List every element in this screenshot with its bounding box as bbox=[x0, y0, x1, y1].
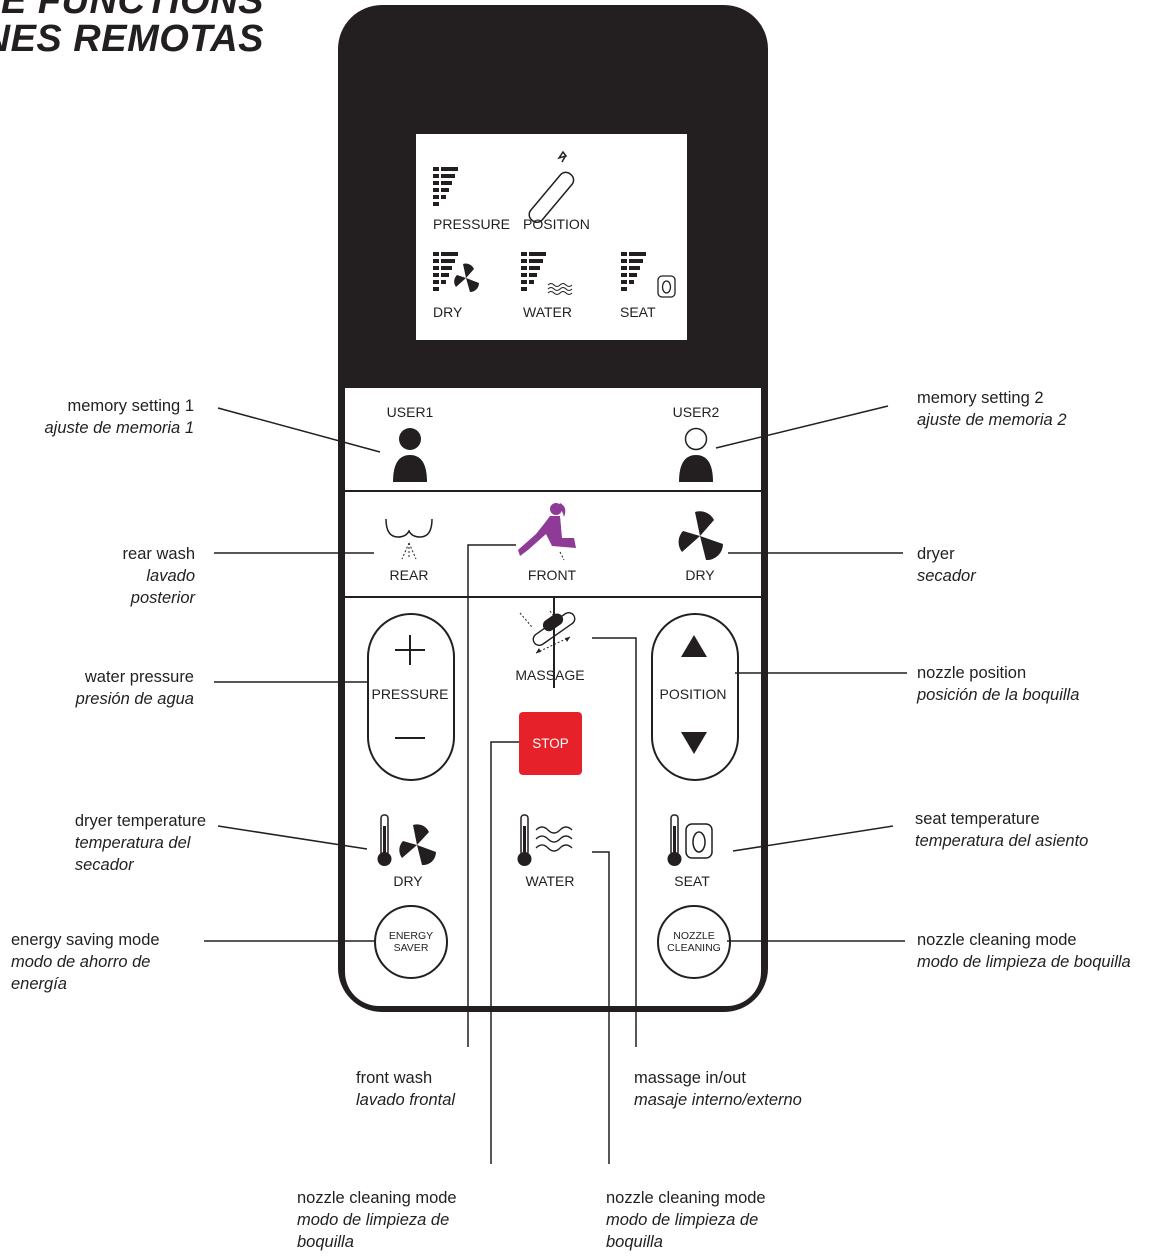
plus-icon bbox=[395, 635, 425, 665]
seat-temp-label: SEAT bbox=[674, 873, 710, 889]
front-wash-icon bbox=[518, 503, 576, 561]
rear-button[interactable] bbox=[382, 515, 436, 563]
water-wave-icon bbox=[547, 283, 573, 295]
massage-button[interactable] bbox=[514, 607, 590, 659]
page-title-line1: E FUNCTIONS bbox=[0, 0, 264, 22]
divider bbox=[345, 596, 761, 598]
water-wave-icon bbox=[535, 826, 573, 852]
massage-icon bbox=[519, 610, 576, 654]
divider bbox=[345, 490, 761, 492]
rear-wash-icon bbox=[385, 518, 433, 560]
nozzle-icon bbox=[528, 150, 575, 224]
water-temp-label: WATER bbox=[525, 873, 575, 889]
position-down-button[interactable] bbox=[679, 730, 709, 756]
screen-label-seat: SEAT bbox=[620, 304, 656, 320]
page-title-line2: ONES REMOTAS bbox=[0, 18, 264, 60]
dry-temp-button[interactable] bbox=[373, 812, 445, 868]
lcd-screen bbox=[416, 134, 687, 340]
nozzle-label-2: CLEANING bbox=[667, 942, 721, 954]
position-label: POSITION bbox=[659, 686, 727, 702]
pressure-plus-button[interactable] bbox=[393, 633, 427, 667]
lcd-icons bbox=[433, 150, 676, 298]
user1-button[interactable] bbox=[390, 425, 430, 483]
user2-label: USER2 bbox=[672, 404, 720, 420]
thermometer-icon bbox=[517, 814, 532, 866]
divider bbox=[553, 598, 555, 688]
front-label: FRONT bbox=[527, 567, 577, 583]
front-button[interactable] bbox=[514, 500, 578, 562]
pressure-minus-button[interactable] bbox=[393, 728, 427, 748]
screen-label-water: WATER bbox=[523, 304, 572, 320]
user1-label: USER1 bbox=[386, 404, 434, 420]
user2-button[interactable] bbox=[676, 425, 716, 483]
screen-label-position: POSITION bbox=[523, 216, 590, 232]
pressure-bars-icon bbox=[621, 252, 646, 291]
fan-icon bbox=[399, 824, 437, 866]
pressure-label: PRESSURE bbox=[371, 686, 449, 702]
seat-icon bbox=[685, 823, 713, 859]
rear-label: REAR bbox=[389, 567, 429, 583]
water-temp-button[interactable] bbox=[514, 812, 586, 868]
thermometer-icon bbox=[377, 814, 392, 866]
screen-label-dry: DRY bbox=[433, 304, 463, 320]
dry-label: DRY bbox=[685, 567, 715, 583]
massage-label: MASSAGE bbox=[515, 667, 585, 683]
seat-icon bbox=[657, 275, 676, 298]
energy-label-2: SAVER bbox=[393, 942, 429, 954]
stop-button[interactable]: STOP bbox=[519, 712, 582, 775]
nozzle-label-1: NOZZLE bbox=[673, 930, 715, 942]
fan-icon bbox=[454, 263, 479, 292]
position-up-button[interactable] bbox=[679, 633, 709, 659]
user-icon bbox=[679, 427, 713, 482]
dry-temp-label: DRY bbox=[393, 873, 423, 889]
thermometer-icon bbox=[667, 814, 682, 866]
seat-temp-button[interactable] bbox=[664, 812, 724, 868]
pressure-bars-icon bbox=[521, 252, 546, 291]
arrow-down-icon bbox=[681, 732, 707, 754]
user-icon bbox=[393, 428, 427, 482]
screen-label-pressure: PRESSURE bbox=[433, 216, 511, 232]
fan-icon bbox=[678, 511, 723, 561]
pressure-bars-icon bbox=[433, 167, 458, 206]
arrow-up-icon bbox=[681, 635, 707, 657]
dry-button[interactable] bbox=[672, 508, 728, 564]
energy-label-1: ENERGY bbox=[388, 930, 434, 942]
pressure-bars-icon bbox=[433, 252, 458, 291]
